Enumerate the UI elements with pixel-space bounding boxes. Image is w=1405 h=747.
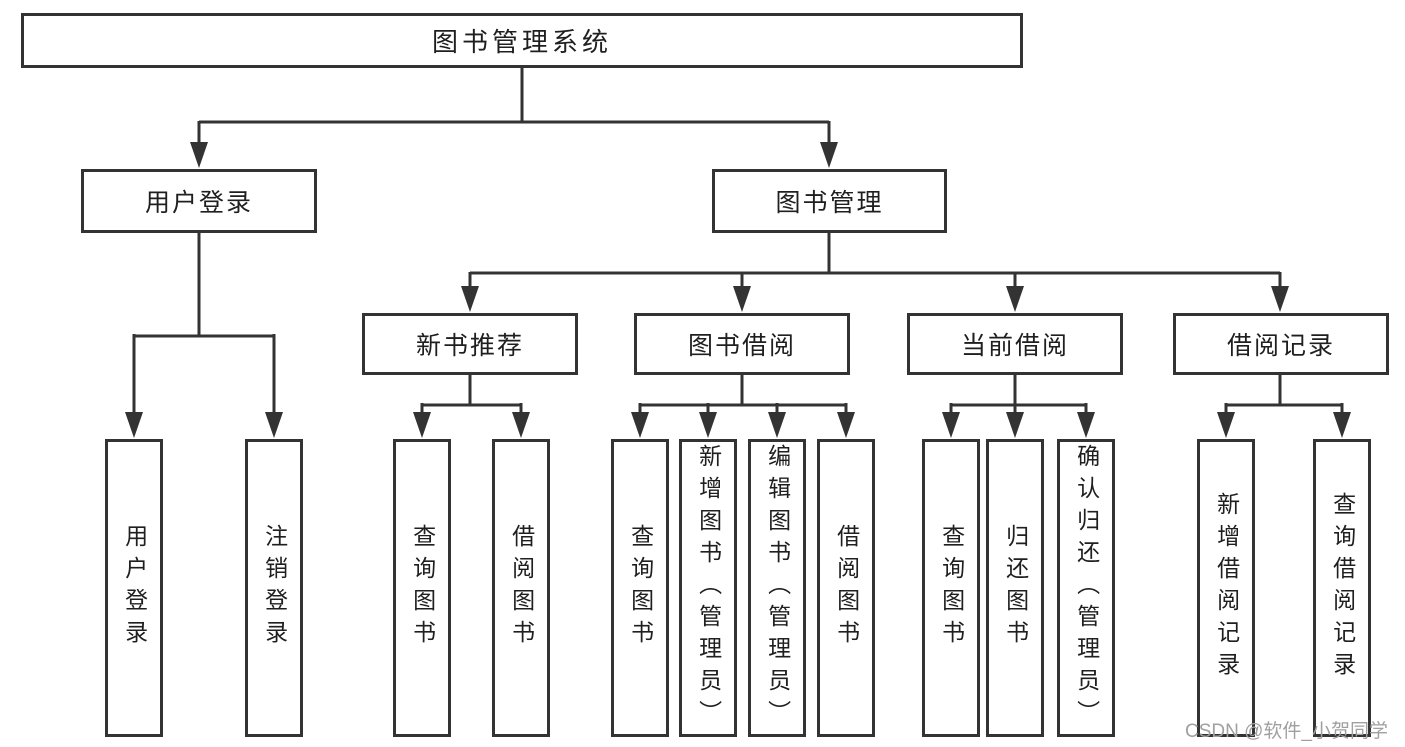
node-root: 图书管理系统 [21, 13, 1023, 68]
node-book-borrow: 图书借阅 [634, 313, 850, 375]
leaf-logout-login: 注销登录 [245, 439, 303, 737]
leaf-add-book-admin-label: 新增图书（管理员） [695, 444, 722, 732]
leaf-query-books-current-label: 查询图书 [938, 524, 965, 652]
leaf-confirm-return-admin-label: 确认归还（管理员） [1073, 444, 1100, 732]
leaf-query-books-current: 查询图书 [922, 439, 980, 737]
node-borrow-records-label: 借阅记录 [1226, 332, 1335, 360]
leaf-user-login-label: 用户登录 [121, 524, 148, 652]
node-borrow-records: 借阅记录 [1173, 313, 1389, 375]
watermark: CSDN @软件_小贺同学 [1185, 721, 1388, 742]
node-current-borrow: 当前借阅 [907, 313, 1123, 375]
arrowheads [125, 142, 1351, 438]
leaf-return-book-label: 归还图书 [1002, 524, 1029, 652]
leaf-return-book: 归还图书 [986, 439, 1044, 737]
node-current-borrow-label: 当前借阅 [960, 332, 1069, 360]
node-user-login-group: 用户登录 [81, 169, 317, 233]
leaf-query-borrow-record: 查询借阅记录 [1313, 439, 1371, 737]
leaf-add-book-admin: 新增图书（管理员） [679, 439, 737, 737]
node-book-management: 图书管理 [712, 169, 947, 233]
leaf-add-borrow-record-label: 新增借阅记录 [1213, 492, 1240, 684]
node-new-book-recommend-label: 新书推荐 [415, 332, 524, 360]
leaf-query-borrow-record-label: 查询借阅记录 [1329, 492, 1356, 684]
node-root-label: 图书管理系统 [431, 27, 612, 57]
node-book-borrow-label: 图书借阅 [687, 332, 796, 360]
leaf-borrow-books-2: 借阅图书 [817, 439, 875, 737]
leaf-confirm-return-admin: 确认归还（管理员） [1057, 439, 1115, 737]
leaf-borrow-books-recommend-label: 借阅图书 [508, 524, 535, 652]
node-user-login-group-label: 用户登录 [144, 189, 253, 217]
leaf-query-books-recommend-label: 查询图书 [409, 524, 436, 652]
leaf-query-books-recommend: 查询图书 [393, 439, 451, 737]
leaf-query-books-borrow: 查询图书 [611, 439, 669, 737]
leaf-edit-book-admin: 编辑图书（管理员） [748, 439, 806, 737]
leaf-edit-book-admin-label: 编辑图书（管理员） [764, 444, 791, 732]
leaf-logout-login-label: 注销登录 [261, 524, 288, 652]
leaf-query-books-borrow-label: 查询图书 [627, 524, 654, 652]
leaf-borrow-books-2-label: 借阅图书 [833, 524, 860, 652]
leaf-add-borrow-record: 新增借阅记录 [1197, 439, 1255, 737]
node-book-management-label: 图书管理 [775, 189, 884, 217]
node-new-book-recommend: 新书推荐 [362, 313, 578, 375]
leaf-borrow-books-recommend: 借阅图书 [492, 439, 550, 737]
leaf-user-login: 用户登录 [105, 439, 163, 737]
